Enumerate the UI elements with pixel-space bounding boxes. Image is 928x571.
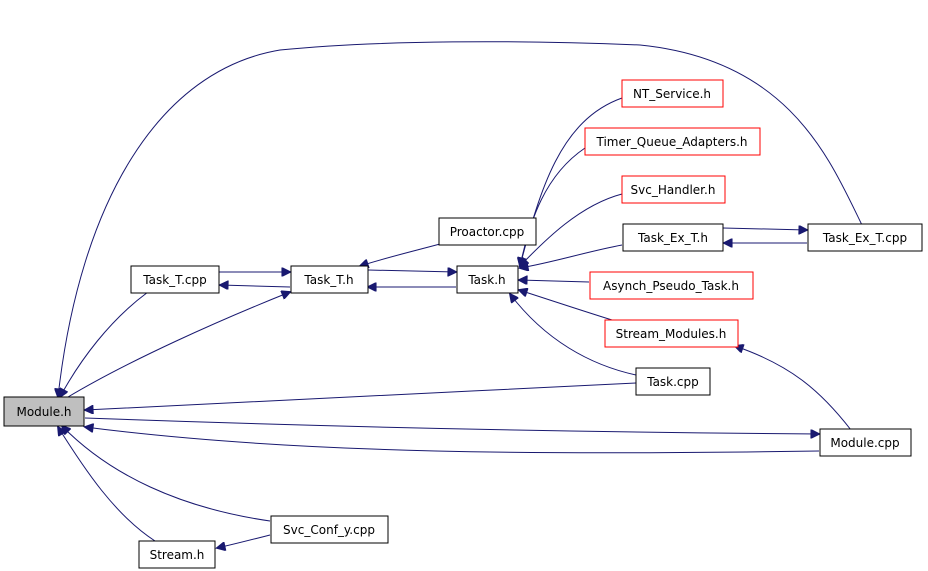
edge-task-ex-t-h-to-task-h: [520, 244, 623, 268]
node-task-cpp[interactable]: Task.cpp: [635, 367, 711, 396]
node-asynch-pseudo-task-h[interactable]: Asynch_Pseudo_Task.h: [589, 271, 754, 300]
edge-module-cpp-to-module-h: [85, 427, 820, 454]
node-task-t-h[interactable]: Task_T.h: [290, 265, 369, 294]
node-label: NT_Service.h: [633, 87, 711, 101]
node-nt-service-h[interactable]: NT_Service.h: [621, 79, 724, 108]
node-label: Stream.h: [150, 548, 205, 562]
node-timer-queue-adapters-h[interactable]: Timer_Queue_Adapters.h: [584, 127, 761, 156]
edge-svc-handler-h-to-task-h: [520, 193, 623, 266]
node-module-h[interactable]: Module.h: [3, 396, 85, 427]
edge-svc-conf-y-cpp-to-module-h: [62, 426, 271, 522]
node-label: Stream_Modules.h: [616, 327, 727, 341]
edge-module-cpp-to-stream-modules-h: [735, 346, 852, 431]
edge-svc-conf-y-cpp-to-stream-h: [217, 534, 271, 548]
edge-asynch-pseudo-task-h-to-task-h: [519, 280, 590, 282]
node-label: Task.cpp: [646, 375, 699, 389]
node-label: Task.h: [467, 273, 505, 287]
node-label: Timer_Queue_Adapters.h: [595, 135, 747, 149]
edge-task-cpp-to-task-h: [510, 294, 637, 376]
node-task-ex-t-cpp[interactable]: Task_Ex_T.cpp: [807, 223, 923, 252]
edge-module-h-to-task-t-h: [67, 292, 290, 398]
node-stream-modules-h[interactable]: Stream_Modules.h: [604, 319, 739, 348]
node-label: Asynch_Pseudo_Task.h: [603, 279, 739, 293]
edge-proactor-cpp-to-task-t-h: [360, 243, 441, 266]
edge-stream-h-to-module-h: [58, 427, 156, 542]
node-label: Task_Ex_T.h: [637, 231, 708, 245]
node-label: Task_Ex_T.cpp: [822, 231, 907, 245]
node-proactor-cpp[interactable]: Proactor.cpp: [438, 217, 537, 246]
node-task-ex-t-h[interactable]: Task_Ex_T.h: [622, 223, 724, 252]
edge-task-t-cpp-to-module-h: [60, 291, 149, 397]
edge-timer-queue-adapters-h-to-task-h: [520, 147, 586, 266]
node-label: Proactor.cpp: [450, 225, 525, 239]
edge-task-t-h-to-task-h: [367, 270, 456, 272]
node-label: Svc_Conf_y.cpp: [283, 523, 375, 537]
node-label: Svc_Handler.h: [631, 183, 716, 197]
edge-module-h-to-module-cpp: [84, 417, 819, 434]
edge-stream-modules-h-to-task-h: [519, 290, 613, 321]
node-module-cpp[interactable]: Module.cpp: [819, 428, 912, 457]
node-svc-handler-h[interactable]: Svc_Handler.h: [621, 175, 726, 204]
edges: [58, 41, 863, 548]
node-stream-h[interactable]: Stream.h: [138, 540, 216, 569]
edge-task-ex-t-cpp-to-module-h: [58, 41, 863, 397]
node-label: Module.cpp: [830, 436, 899, 450]
node-label: Task_T.h: [303, 273, 353, 287]
node-label: Module.h: [16, 405, 71, 419]
node-task-t-cpp[interactable]: Task_T.cpp: [130, 265, 220, 294]
edge-task-cpp-to-module-h: [85, 382, 637, 410]
edge-task-ex-t-h-to-task-ex-t-cpp: [722, 228, 807, 230]
edge-task-t-h-to-task-t-cpp: [220, 285, 291, 287]
node-svc-conf-y-cpp[interactable]: Svc_Conf_y.cpp: [270, 515, 389, 544]
node-label: Task_T.cpp: [142, 273, 206, 287]
node-task-h[interactable]: Task.h: [456, 265, 519, 294]
